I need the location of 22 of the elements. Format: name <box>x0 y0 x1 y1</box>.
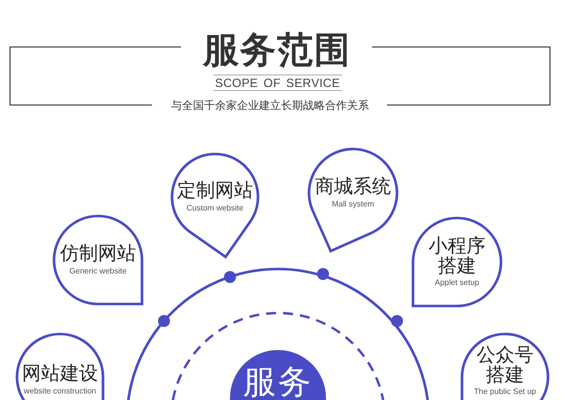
service-subtitle: Generic website <box>69 266 127 276</box>
service-subtitle: Custom website <box>186 204 244 214</box>
service-title: 公众号搭建 <box>476 345 534 385</box>
service-title: 仿制网站 <box>60 244 136 264</box>
pin-marker <box>169 151 261 260</box>
service-title: 网站建设 <box>22 364 98 384</box>
service-subtitle: Mall system <box>332 200 374 210</box>
hub-title: 服务 <box>243 364 313 400</box>
pin-marker <box>306 146 400 254</box>
pin-marker <box>14 331 106 400</box>
service-title: 定制网站 <box>177 180 253 202</box>
service-subtitle: The public Set up <box>474 387 536 397</box>
page-title: 服务范围 <box>203 32 351 70</box>
service-subtitle: Applet setup <box>434 278 480 288</box>
pin-marker <box>410 215 504 309</box>
pin-marker <box>459 331 551 400</box>
service-title: 小程序搭建 <box>428 236 486 276</box>
pin-marker <box>51 213 145 307</box>
service-subtitle: website construction <box>24 386 96 396</box>
service-title: 商城系统 <box>315 176 391 198</box>
english-subtitle: SCOPE OF SERVICE <box>215 77 340 89</box>
tagline-text: 与全国千余家企业建立长期战略合作关系 <box>171 98 369 112</box>
